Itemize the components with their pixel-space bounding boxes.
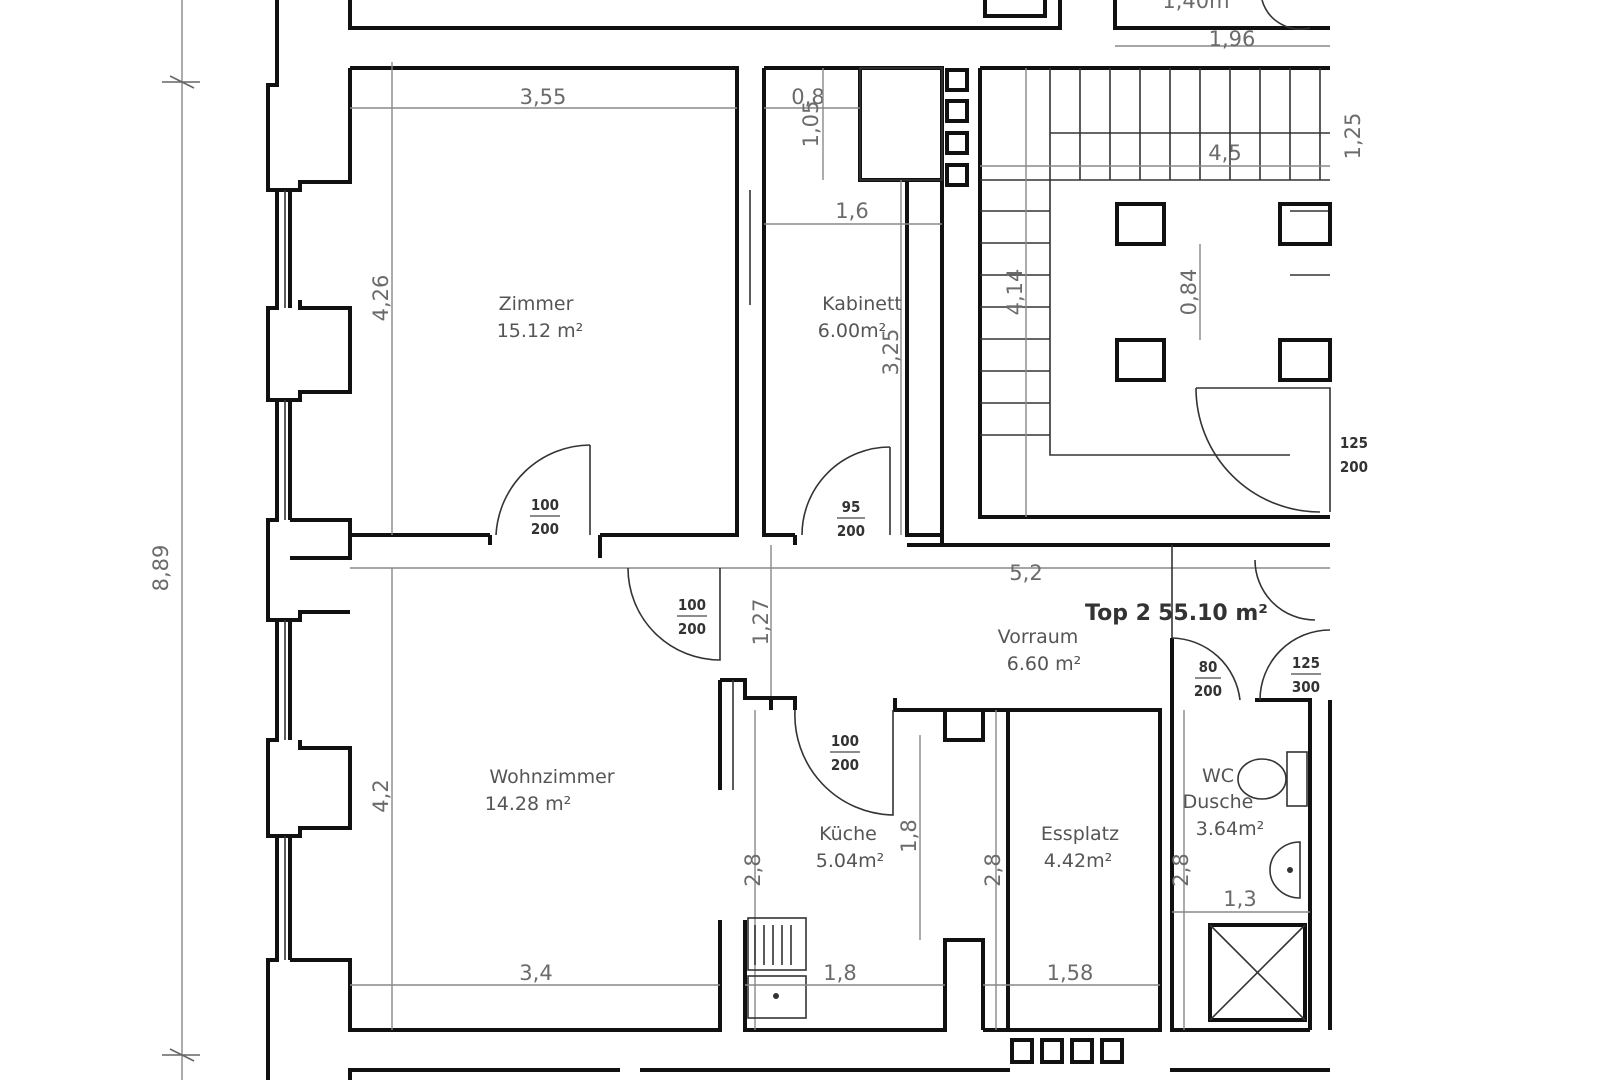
room-kueche-name: Küche bbox=[819, 823, 877, 845]
door-entry-width: 125 bbox=[1292, 654, 1320, 672]
dim-zimmer-width: 3,55 bbox=[520, 85, 567, 109]
facade-wall bbox=[266, 0, 352, 1080]
room-wc-name2: Dusche bbox=[1183, 791, 1254, 813]
dim-top-1-40: 1,40m bbox=[1162, 0, 1229, 13]
room-vorraum: 5,2 1,27 Top 2 55.10 m² Vorraum 6.60 m² bbox=[350, 535, 1330, 698]
door-kueche-width: 100 bbox=[831, 732, 859, 750]
door-entry-height: 300 bbox=[1292, 678, 1320, 696]
door-wc-height: 200 bbox=[1194, 682, 1222, 700]
room-zimmer-name: Zimmer bbox=[499, 293, 574, 315]
door-wohnzimmer-width: 100 bbox=[678, 596, 706, 614]
room-kabinett-area: 6.00m² bbox=[818, 320, 886, 342]
dim-top-1-96: 1,96 bbox=[1209, 27, 1256, 51]
dim-stair-1-25: 1,25 bbox=[1341, 113, 1365, 160]
bottom-chimney-blocks bbox=[348, 1038, 1330, 1080]
dim-wohn-height: 4,2 bbox=[369, 779, 393, 812]
stair-steps bbox=[980, 68, 1330, 456]
room-kabinett-name: Kabinett bbox=[822, 293, 902, 315]
toilet-icon bbox=[1237, 751, 1308, 807]
room-zimmer-area: 15.12 m² bbox=[497, 320, 584, 342]
door-wc-width: 80 bbox=[1199, 658, 1218, 676]
dim-shaft-height: 1,05 bbox=[799, 101, 823, 148]
room-vorraum-name: Vorraum bbox=[998, 626, 1079, 648]
door-kabinett-width: 95 bbox=[842, 498, 861, 516]
unit-area: 55.10 m² bbox=[1158, 601, 1268, 626]
dim-stair-width: 4,5 bbox=[1208, 141, 1241, 165]
dim-stair-height: 4,14 bbox=[1003, 269, 1027, 316]
dim-ess-height: 2,8 bbox=[981, 853, 1005, 886]
sink-icon bbox=[747, 917, 807, 1019]
room-kueche-area: 5.04m² bbox=[816, 850, 884, 872]
door-wohnzimmer: 100 200 bbox=[627, 567, 721, 661]
room-wc-name: WC bbox=[1202, 765, 1234, 787]
dim-kueche-depth: 1,8 bbox=[897, 819, 921, 852]
dim-kueche-width: 1,8 bbox=[823, 961, 856, 985]
dim-overall-height: 8,89 bbox=[149, 545, 173, 592]
door-zimmer: 100 200 bbox=[495, 444, 591, 538]
dim-vorraum-width: 5,2 bbox=[1009, 561, 1042, 585]
stairwell: 4,5 1,25 4,14 0,84 125 200 bbox=[945, 68, 1368, 519]
dim-kabinett-height: 3,25 bbox=[879, 329, 903, 376]
overall-dimension: 8,89 bbox=[149, 0, 200, 1080]
washbasin-icon bbox=[1269, 841, 1301, 899]
room-essplatz-area: 4.42m² bbox=[1044, 850, 1112, 872]
door-kueche-height: 200 bbox=[831, 756, 859, 774]
room-wohnzimmer-area: 14.28 m² bbox=[485, 793, 572, 815]
room-wohnzimmer-name: Wohnzimmer bbox=[489, 766, 614, 788]
room-wc-area: 3.64m² bbox=[1196, 818, 1264, 840]
dim-wohn-width: 3,4 bbox=[519, 961, 552, 985]
door-kabinett: 95 200 bbox=[801, 446, 891, 540]
room-kabinett: 0,8 1,05 1,6 3,25 Kabinett 6.00m² bbox=[764, 67, 944, 545]
room-vorraum-area: 6.60 m² bbox=[1007, 653, 1081, 675]
room-essplatz-name: Essplatz bbox=[1041, 823, 1119, 845]
dim-kueche-height: 2,8 bbox=[741, 853, 765, 886]
dim-shaft-width: 0,8 bbox=[791, 85, 824, 109]
dim-zimmer-height: 4,26 bbox=[369, 275, 393, 322]
dim-kabinett-width: 1,6 bbox=[835, 199, 868, 223]
dim-ess-width: 1,58 bbox=[1047, 961, 1094, 985]
dim-vorraum-height: 1,27 bbox=[749, 599, 773, 646]
stair-chimney-blocks bbox=[945, 68, 969, 187]
top-strip: 1,40m 1,96 bbox=[348, 0, 1330, 190]
unit-label: Top 2 bbox=[1085, 601, 1151, 626]
room-essplatz: 2,8 1,58 Essplatz 4.42m² bbox=[981, 710, 1160, 1030]
dim-wc-height: 2,8 bbox=[1169, 853, 1193, 886]
dim-stair-gap: 0,84 bbox=[1177, 269, 1201, 316]
door-zimmer-height: 200 bbox=[531, 520, 559, 538]
door-stair-height: 200 bbox=[1340, 458, 1368, 476]
dim-wc-width: 1,3 bbox=[1223, 887, 1256, 911]
room-kueche: 100 200 1,8 2,8 1,8 Küche 5.04m² bbox=[741, 696, 1162, 1032]
room-zimmer: 4,26 3,55 Zimmer 15.12 m² bbox=[290, 62, 795, 560]
door-kabinett-height: 200 bbox=[837, 522, 865, 540]
shower-icon bbox=[1208, 923, 1307, 1022]
room-wc: 80 200 125 300 2,8 1,3 WC Dusche 3.64m² bbox=[1169, 545, 1332, 1032]
room-wohnzimmer: 4,2 3,4 Wohnzimmer 14.28 m² bbox=[290, 568, 771, 1032]
door-stair-width: 125 bbox=[1340, 434, 1368, 452]
door-zimmer-width: 100 bbox=[531, 496, 559, 514]
door-wohnzimmer-height: 200 bbox=[678, 620, 706, 638]
